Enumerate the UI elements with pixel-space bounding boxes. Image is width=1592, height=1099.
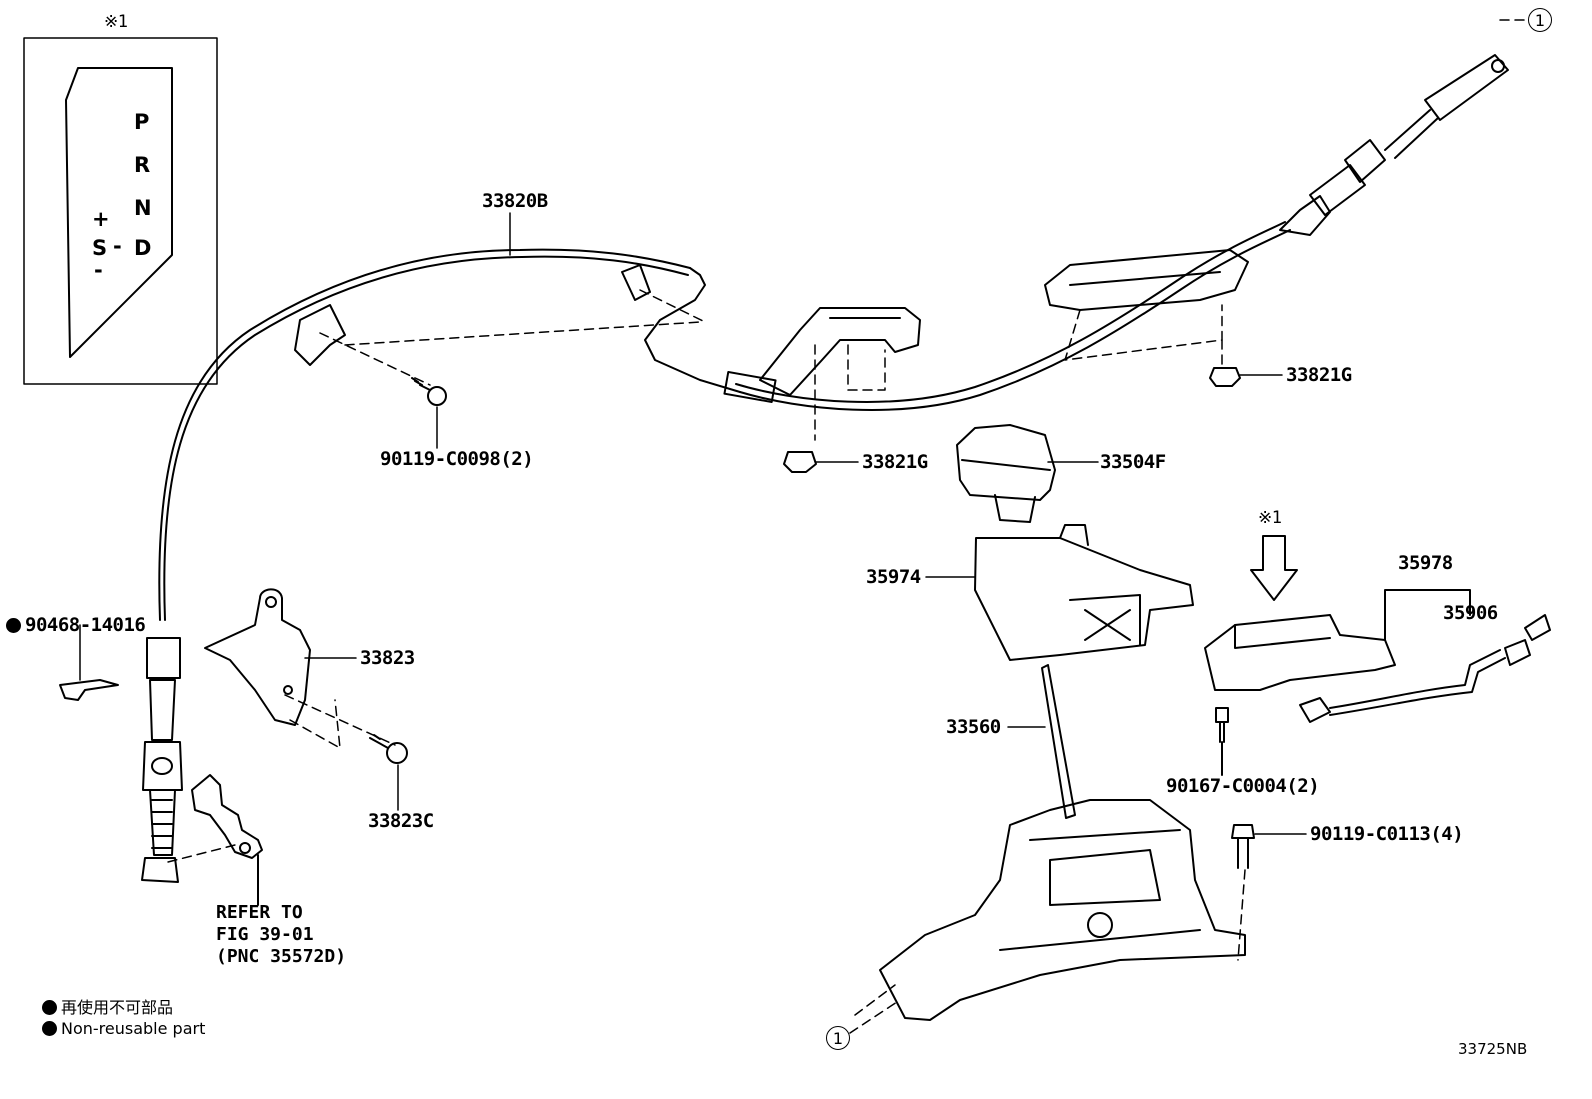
part-label-33821G-mid: 33821G	[862, 451, 928, 473]
wire-harness-35906	[1299, 614, 1551, 723]
refer-line-1: REFER TO	[216, 902, 303, 923]
part-label-90468-14016: 90468-14016	[6, 614, 146, 636]
cable-bracket-left	[294, 304, 346, 366]
gate-letter-n: N	[134, 196, 152, 220]
bolt-90119-C0113	[1231, 824, 1255, 869]
refer-note: REFER TO FIG 39-01 (PNC 35572D)	[216, 902, 346, 968]
diagram-id: 33725NB	[1458, 1040, 1528, 1058]
gate-letter-p: P	[134, 110, 150, 134]
reference-circle-top: 1	[1528, 8, 1552, 32]
gate-plus: +	[92, 207, 110, 231]
gate-dash: -	[113, 234, 122, 258]
part-label-90119-C0098: 90119-C0098(2)	[380, 448, 534, 470]
legend-japanese-text: 再使用不可部品	[61, 998, 174, 1017]
refer-line-2: FIG 39-01	[216, 924, 314, 945]
part-label-33821G-top: 33821G	[1286, 364, 1352, 386]
view-arrow	[1250, 535, 1298, 601]
cable-bracket-upper	[1044, 249, 1249, 311]
part-label-33504F: 33504F	[1100, 451, 1166, 473]
clip-90468-14016	[59, 679, 119, 701]
screw-90167-C0004	[1215, 707, 1229, 743]
selector-indicator	[1204, 614, 1396, 691]
legend-english: Non-reusable part	[42, 1019, 205, 1038]
refer-line-3: (PNC 35572D)	[216, 946, 347, 967]
inset-marker: ※1	[104, 12, 128, 32]
nut-33821G-mid	[783, 451, 817, 473]
leader-35978	[1384, 589, 1471, 641]
view-marker: ※1	[1258, 508, 1282, 528]
gate-letter-r: R	[134, 153, 151, 177]
legend-dot-icon	[42, 1021, 57, 1036]
bezel-bracket	[759, 307, 921, 396]
cable-clip	[621, 264, 651, 301]
part-label-35974: 35974	[866, 566, 921, 588]
part-label-33560: 33560	[946, 716, 1001, 738]
non-reusable-dot-icon	[6, 618, 21, 633]
shift-cable	[141, 54, 1509, 883]
shift-control-lever	[191, 774, 263, 859]
bolt-33823C	[369, 734, 408, 764]
bracket-33823	[204, 588, 311, 726]
nut-33821G-top	[1209, 367, 1241, 387]
part-label-90119-C0113: 90119-C0113(4)	[1310, 823, 1464, 845]
part-label-35906: 35906	[1443, 602, 1498, 624]
legend-japanese: 再使用不可部品	[42, 994, 173, 1018]
reference-circle-bottom: 1	[826, 1026, 850, 1050]
legend-english-text: Non-reusable part	[61, 1019, 206, 1038]
part-label-35978: 35978	[1398, 552, 1453, 574]
shift-gate-plate	[65, 67, 173, 358]
part-number-text: 90468-14016	[25, 614, 146, 636]
gate-letter-d: D	[134, 236, 152, 260]
shift-knob	[956, 424, 1056, 523]
shift-lever-assembly	[879, 799, 1246, 1021]
shift-bezel	[974, 524, 1194, 661]
part-label-33820B: 33820B	[482, 190, 548, 212]
part-label-90167-C0004: 90167-C0004(2)	[1166, 775, 1320, 797]
bolt-90119-C0098	[411, 377, 447, 406]
gate-s: S	[92, 236, 108, 260]
inset-frame	[23, 37, 218, 385]
legend-dot-icon	[42, 1000, 57, 1015]
part-label-33823: 33823	[360, 647, 415, 669]
shift-lever	[1041, 664, 1076, 819]
gate-minus: -	[94, 258, 103, 282]
part-label-33823C: 33823C	[368, 810, 434, 832]
